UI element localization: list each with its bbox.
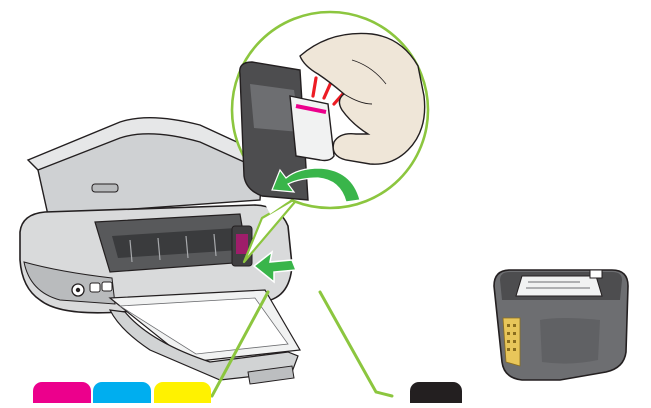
magenta-swatch <box>33 382 91 403</box>
callout-zoom <box>232 12 428 262</box>
cyan-swatch <box>93 382 151 403</box>
black-swatch <box>410 382 462 403</box>
yellow-swatch <box>154 382 211 403</box>
cartridge-icon <box>494 270 628 380</box>
